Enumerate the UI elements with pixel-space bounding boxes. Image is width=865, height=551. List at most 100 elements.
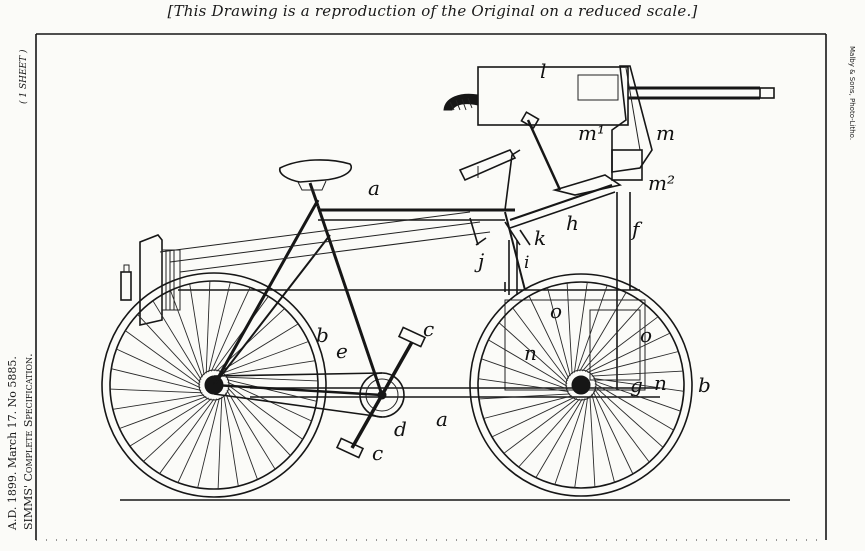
wheel-spoke [589, 395, 596, 488]
callout-h: h [566, 211, 579, 235]
wheel-spoke [573, 282, 588, 373]
wheel-spoke [111, 368, 202, 391]
callout-a-top: a [368, 176, 380, 200]
wheel-spoke [592, 391, 634, 475]
wheel-spoke [119, 396, 207, 429]
callout-f: f [630, 217, 643, 241]
wheel-spoke [159, 398, 215, 474]
callout-o-left: o [550, 299, 562, 323]
callout-c-upper: c [423, 317, 434, 341]
machine-gun [443, 66, 775, 191]
wheel-spoke [227, 387, 291, 456]
callout-j: j [474, 249, 484, 273]
wheel-spoke [503, 398, 578, 454]
callout-g: g [630, 373, 643, 397]
callout-k: k [534, 226, 546, 250]
wheel-spoke [152, 300, 202, 380]
rear-frame [178, 192, 660, 398]
wheel-spoke [478, 393, 571, 400]
wheel-spoke [554, 398, 586, 485]
wheel-spoke [518, 398, 580, 468]
wheel-spoke [483, 395, 573, 419]
wheel-spoke [589, 351, 679, 375]
wheel-spoke [481, 358, 568, 390]
wheel-spoke [579, 292, 627, 372]
wheel-spoke [208, 282, 231, 373]
wheel-spoke [594, 388, 650, 463]
wheel-spoke [491, 396, 575, 438]
wheel-spoke [112, 394, 205, 410]
wheel-spoke [143, 398, 212, 462]
bicycle-frame [159, 182, 526, 397]
wheel-spoke [594, 386, 664, 448]
wheel-spoke [221, 341, 309, 374]
gun-shield [611, 65, 653, 181]
wheel-spoke [227, 384, 303, 440]
wheel-spoke [576, 285, 608, 372]
wheel-spoke [582, 302, 644, 372]
wheel-spoke [547, 287, 571, 377]
wheel-spoke [137, 314, 201, 383]
callout-a-bottom: a [436, 407, 448, 431]
callout-e: e [336, 339, 348, 363]
callout-b-right: b [698, 373, 711, 397]
wheel-spoke [116, 348, 201, 389]
wheel-spoke [574, 397, 589, 488]
wheel-spoke [170, 290, 203, 378]
gun-mount-frame [509, 174, 623, 229]
control-levers [469, 217, 531, 246]
wheel-spoke [566, 282, 573, 375]
wheel-spoke [226, 390, 276, 470]
wheel-spoke [219, 323, 299, 373]
wheel-spoke [591, 370, 684, 377]
wheel-spoke [110, 388, 203, 394]
callout-c-lower: c [372, 441, 383, 465]
wheel-spoke [528, 295, 570, 379]
wheel-spoke [223, 394, 239, 487]
callout-n-right: n [654, 371, 667, 395]
wheel-spoke [129, 397, 209, 447]
wheel-spoke [210, 287, 251, 372]
wheel-spoke [125, 330, 201, 386]
wheel-spoke [217, 396, 223, 489]
wheel-spoke [512, 307, 568, 382]
callout-m: m [656, 121, 675, 145]
callout-b-left: b [316, 323, 329, 347]
crank-and-pedals [335, 326, 427, 459]
callout-m2: m² [648, 171, 675, 195]
handlebar [458, 149, 521, 211]
wheel-spoke [584, 316, 659, 372]
callout-labels: a a b b c c d e f g h i j k l m m¹ m² n … [316, 59, 711, 465]
wheel-spoke [488, 339, 568, 387]
wheel-spoke [594, 383, 674, 431]
saddle [278, 159, 352, 191]
wheel-spoke [535, 398, 583, 478]
wheel-spoke [591, 393, 615, 483]
callout-m1: m¹ [578, 121, 605, 145]
wheel-spoke [478, 378, 569, 393]
wheel-spoke [226, 379, 317, 402]
callout-d: d [394, 417, 407, 441]
wheel-spoke [225, 392, 258, 480]
callout-l: l [540, 59, 546, 83]
rear-wheel [101, 272, 327, 498]
reproduction-note: [This Drawing is a reproduction of the O… [167, 2, 698, 20]
callout-i: i [524, 253, 529, 273]
wheel-spoke [593, 377, 684, 392]
wheel-spoke [223, 360, 316, 376]
wheel-spoke [197, 397, 220, 488]
callout-n-left: n [524, 341, 537, 365]
wheel-spoke [205, 281, 211, 374]
wheel-spoke [225, 376, 318, 382]
callout-o-right: o [640, 323, 652, 347]
wheel-spoke [177, 398, 218, 483]
wheel-spoke [587, 332, 671, 374]
front-wheel [469, 273, 693, 497]
sheet-border [35, 33, 827, 541]
chain-drive [213, 372, 405, 418]
wheel-spoke [594, 380, 681, 412]
wheel-spoke [189, 283, 205, 376]
wheel-spoke [498, 322, 568, 384]
